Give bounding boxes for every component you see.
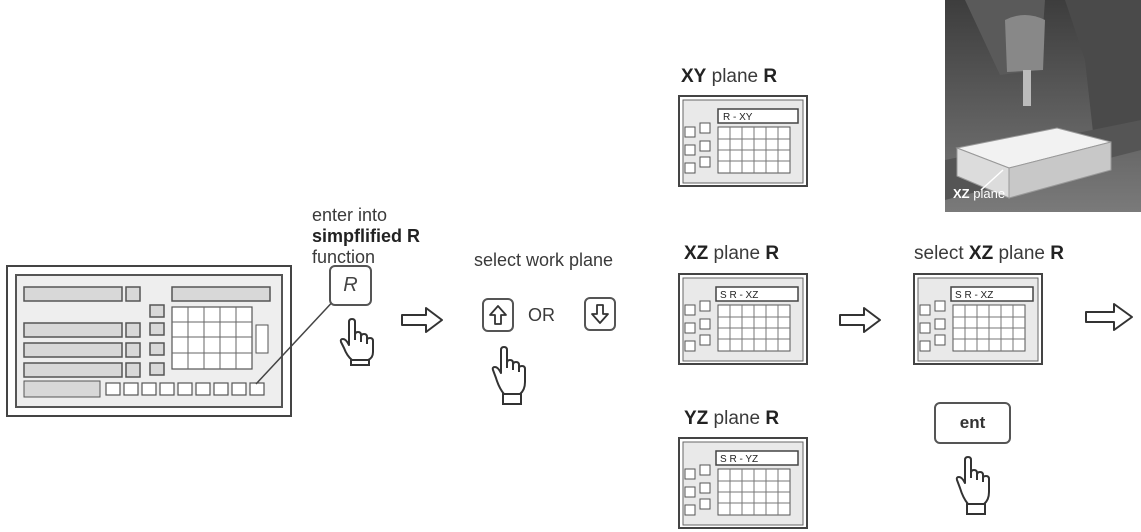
step1-line1: enter into <box>312 205 388 225</box>
up-arrow-icon <box>489 305 507 325</box>
xy-panel-display: R - XY <box>723 112 753 123</box>
photo-caption-rest: plane <box>969 186 1006 201</box>
step3-title-rest: plane <box>993 243 1051 264</box>
down-arrow-key[interactable] <box>584 297 616 331</box>
step1-caption: enter into simpflified R function <box>312 205 420 268</box>
ent-key-label: ent <box>959 413 986 432</box>
pointing-hand-icon <box>339 318 374 366</box>
dro-panel-xz: S R - XZ <box>678 273 808 365</box>
xy-plane-rest: plane <box>706 66 764 87</box>
step1-line3: function <box>312 247 376 267</box>
machine-illustration <box>945 0 1141 212</box>
dro-panel-xy: R - XY <box>678 95 808 187</box>
arrow-right-icon <box>1085 303 1133 331</box>
machine-photo: XZ plane <box>945 0 1141 212</box>
step2-title: select work plane <box>474 250 614 270</box>
xz-plane-title: XZ plane R <box>684 244 779 264</box>
xz-plane-r: R <box>765 243 780 264</box>
photo-caption-bold: XZ <box>953 186 970 201</box>
yz-plane-bold: YZ <box>684 408 709 429</box>
pointing-hand-icon <box>491 346 526 405</box>
arrow-right-icon <box>839 307 881 333</box>
xy-plane-bold: XY <box>681 66 707 87</box>
r-key[interactable]: R <box>329 265 372 306</box>
yz-plane-r: R <box>765 408 780 429</box>
down-arrow-icon <box>591 304 609 324</box>
xy-plane-title: XY plane R <box>681 67 777 87</box>
connector-line <box>255 295 339 385</box>
photo-caption: XZ plane <box>953 186 1005 201</box>
dro-panel-yz: S R - YZ <box>678 437 808 529</box>
dro-panel-selected: S R - XZ <box>913 273 1043 365</box>
or-label: OR <box>528 305 555 325</box>
yz-plane-rest: plane <box>708 408 766 429</box>
step1-line2: simpflified R <box>312 226 421 246</box>
yz-plane-title: YZ plane R <box>684 409 779 429</box>
up-arrow-key[interactable] <box>482 298 514 332</box>
step3-title: select XZ plane R <box>914 244 1064 264</box>
xy-plane-r: R <box>763 66 778 87</box>
selected-panel-display: S R - XZ <box>955 290 993 301</box>
xz-panel-display: S R - XZ <box>720 290 758 301</box>
arrow-right-icon <box>401 307 443 333</box>
step3-title-pre: select <box>914 243 969 264</box>
r-key-label: R <box>343 274 358 296</box>
step3-title-bold: XZ <box>968 243 994 264</box>
step3-title-r: R <box>1050 243 1064 264</box>
ent-key[interactable]: ent <box>934 402 1011 444</box>
dro-panel-large <box>6 265 292 417</box>
pointing-hand-icon <box>955 456 990 515</box>
yz-panel-display: S R - YZ <box>720 454 758 465</box>
xz-plane-bold: XZ <box>684 243 709 264</box>
xz-plane-rest: plane <box>708 243 766 264</box>
